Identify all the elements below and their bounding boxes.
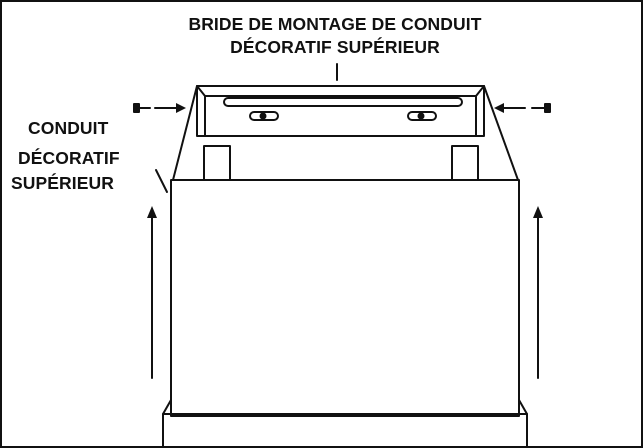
right-flange-tab — [451, 145, 479, 181]
right-screw-icon — [531, 103, 551, 113]
left-screw-icon — [133, 103, 151, 113]
mounting-flange — [196, 85, 485, 181]
left-slot — [249, 111, 279, 121]
lower-duct — [162, 399, 528, 448]
flange-label-line-2: DÉCORATIF SUPÉRIEUR — [230, 37, 440, 57]
duct-label-line-2: DÉCORATIF — [18, 148, 120, 168]
left-flange-tab — [203, 145, 231, 181]
upper-duct-flaps — [172, 85, 519, 181]
right-slot — [407, 111, 437, 121]
duct-leader-line — [155, 169, 168, 193]
duct-label-line-3: SUPÉRIEUR — [11, 173, 115, 193]
flange-label-line-1: BRIDE DE MONTAGE DE CONDUIT — [188, 14, 482, 34]
duct-label-line-1: CONDUIT — [28, 118, 109, 138]
upper-duct-body — [170, 179, 520, 417]
